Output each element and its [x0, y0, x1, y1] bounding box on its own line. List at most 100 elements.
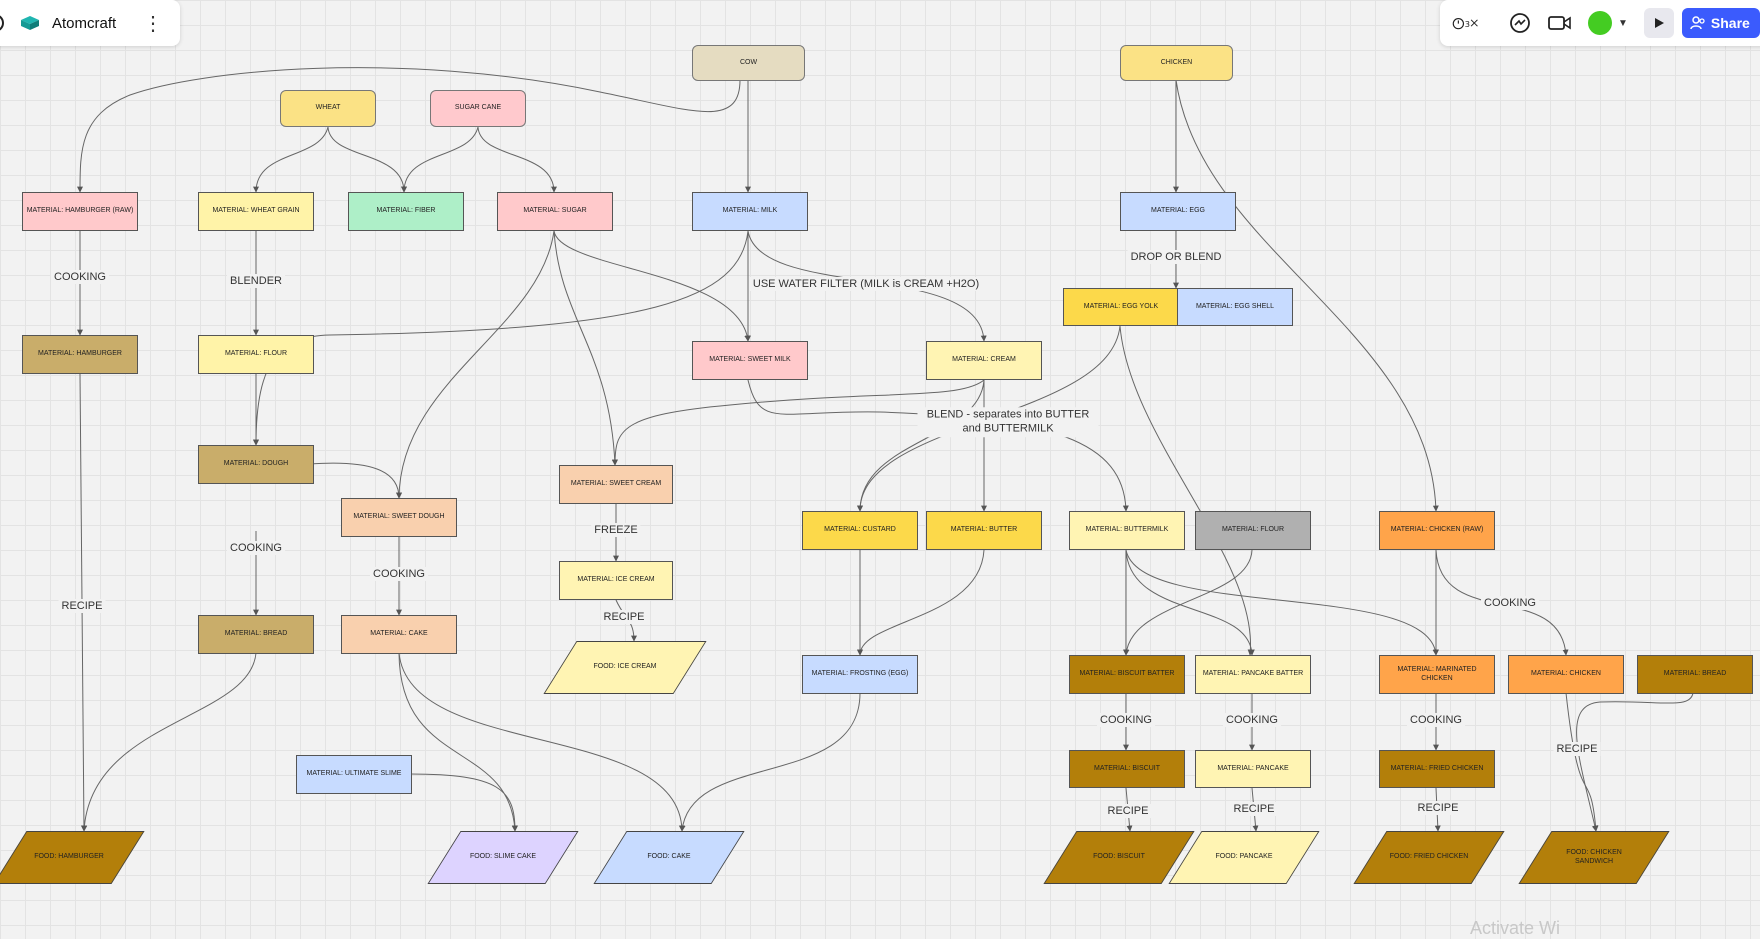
node-label: MATERIAL: HAMBURGER [38, 350, 122, 358]
node-pancake[interactable]: MATERIAL: PANCAKE [1195, 750, 1311, 788]
edge-label-blend-butter[interactable]: BLEND - separates into BUTTER and BUTTER… [917, 407, 1099, 437]
node-flour[interactable]: MATERIAL: FLOUR [198, 335, 314, 374]
edge-label-cooking-pancake[interactable]: COOKING [1223, 713, 1281, 727]
edge-label-recipe-hamburger[interactable]: RECIPE [58, 599, 106, 613]
connector [553, 230, 618, 466]
node-food-slime-cake[interactable]: FOOD: SLIME CAKE [427, 831, 579, 884]
node-cow[interactable]: COW [692, 45, 805, 81]
connector [1125, 549, 1439, 656]
node-fried-chicken[interactable]: MATERIAL: FRIED CHICKEN [1379, 750, 1495, 788]
edge-label-cooking-cake[interactable]: COOKING [370, 567, 428, 581]
edge-label-recipe-fried[interactable]: RECIPE [1414, 801, 1462, 815]
node-buttermilk[interactable]: MATERIAL: BUTTERMILK [1069, 511, 1185, 550]
node-cream[interactable]: MATERIAL: CREAM [926, 341, 1042, 380]
connector [77, 67, 741, 193]
connector [396, 230, 555, 499]
connector [747, 379, 1129, 512]
edge-label-cooking-biscuit[interactable]: COOKING [1097, 713, 1155, 727]
connector [309, 462, 402, 499]
node-biscuit-batter[interactable]: MATERIAL: BISCUIT BATTER [1069, 655, 1185, 694]
node-label: MATERIAL: PANCAKE BATTER [1202, 670, 1304, 678]
board-title[interactable]: Atomcraft [52, 14, 117, 32]
node-ultimate-slime[interactable]: MATERIAL: ULTIMATE SLIME [296, 755, 412, 794]
node-sweet-cream[interactable]: MATERIAL: SWEET CREAM [559, 465, 673, 504]
connector [679, 692, 861, 832]
edge-label-blender[interactable]: BLENDER [227, 274, 285, 288]
node-label: SUGAR CANE [454, 104, 502, 112]
users-icon [1690, 16, 1705, 30]
timer-icon[interactable]: 3 [1452, 9, 1480, 37]
node-wheat[interactable]: WHEAT [280, 90, 376, 127]
node-pancake-batter[interactable]: MATERIAL: PANCAKE BATTER [1195, 655, 1311, 694]
play-button[interactable] [1643, 8, 1674, 38]
node-chicken[interactable]: CHICKEN [1120, 45, 1233, 81]
edge-label-freeze[interactable]: FREEZE [591, 523, 641, 537]
node-marinated-chicken[interactable]: MATERIAL: MARINATED CHICKEN [1379, 655, 1495, 694]
node-label: MATERIAL: MILK [722, 207, 778, 215]
node-biscuit[interactable]: MATERIAL: BISCUIT [1069, 750, 1185, 788]
edge-label-water-filter[interactable]: USE WATER FILTER (MILK is CREAM +H2O) [749, 277, 983, 291]
node-food-hamburger[interactable]: FOOD: HAMBURGER [0, 831, 145, 884]
node-sweet-milk[interactable]: MATERIAL: SWEET MILK [692, 341, 808, 380]
node-ice-cream[interactable]: MATERIAL: ICE CREAM [559, 561, 673, 600]
node-food-pancake[interactable]: FOOD: PANCAKE [1168, 831, 1320, 884]
node-food-biscuit[interactable]: FOOD: BISCUIT [1043, 831, 1195, 884]
node-sugarcane[interactable]: SUGAR CANE [430, 90, 526, 127]
node-egg-yolk[interactable]: MATERIAL: EGG YOLK [1063, 288, 1179, 326]
node-label: MATERIAL: PANCAKE [1217, 764, 1289, 772]
node-label: WHEAT [315, 104, 341, 112]
node-egg-shell[interactable]: MATERIAL: EGG SHELL [1177, 288, 1293, 326]
cube-logo-icon [21, 16, 39, 30]
node-sweet-dough[interactable]: MATERIAL: SWEET DOUGH [341, 498, 457, 537]
more-vertical-icon[interactable]: ⋮ [143, 12, 163, 35]
node-label: MATERIAL: BREAD [224, 630, 288, 638]
node-label: MATERIAL: ICE CREAM [577, 576, 655, 584]
node-custard[interactable]: MATERIAL: CUSTARD [802, 511, 918, 550]
edge-label-cooking-fried[interactable]: COOKING [1407, 713, 1465, 727]
connector [553, 230, 751, 342]
node-milk[interactable]: MATERIAL: MILK [692, 192, 808, 231]
node-sugar[interactable]: MATERIAL: SUGAR [497, 192, 613, 231]
node-label: FOOD: CAKE [647, 853, 691, 861]
node-label: FOOD: BISCUIT [1093, 853, 1145, 861]
edge-label-drop-or-blend[interactable]: DROP OR BLEND [1127, 250, 1225, 264]
node-label: MATERIAL: EGG SHELL [1195, 302, 1275, 310]
video-icon[interactable] [1546, 9, 1574, 37]
node-hamburger-raw[interactable]: MATERIAL: HAMBURGER (RAW) [22, 192, 138, 231]
chat-icon[interactable] [1506, 9, 1534, 37]
node-dough[interactable]: MATERIAL: DOUGH [198, 445, 314, 484]
edge-label-cooking-bread[interactable]: COOKING [227, 541, 285, 555]
chevron-down-icon[interactable]: ▼ [1618, 17, 1628, 29]
node-food-fried-chicken[interactable]: FOOD: FRIED CHICKEN [1353, 831, 1505, 884]
play-icon [1654, 18, 1664, 28]
node-flour2[interactable]: MATERIAL: FLOUR [1195, 511, 1311, 550]
node-chicken-mat[interactable]: MATERIAL: CHICKEN [1508, 655, 1624, 694]
node-food-cake[interactable]: FOOD: CAKE [593, 831, 745, 884]
node-chicken-raw[interactable]: MATERIAL: CHICKEN (RAW) [1379, 511, 1495, 550]
presence-indicator[interactable] [1588, 11, 1612, 35]
node-frosting[interactable]: MATERIAL: FROSTING (EGG) [802, 655, 918, 694]
connector [81, 652, 257, 832]
node-food-ice-cream[interactable]: FOOD: ICE CREAM [543, 641, 707, 694]
node-hamburger[interactable]: MATERIAL: HAMBURGER [22, 335, 138, 374]
node-egg[interactable]: MATERIAL: EGG [1120, 192, 1236, 231]
node-label: MATERIAL: BISCUIT BATTER [1079, 670, 1175, 678]
node-label: MATERIAL: FROSTING (EGG) [811, 670, 909, 678]
edge-label-recipe-sandwich[interactable]: RECIPE [1553, 742, 1601, 756]
edge-label-cooking-hamburger[interactable]: COOKING [51, 270, 109, 284]
share-button[interactable]: Share [1681, 8, 1760, 38]
node-fiber[interactable]: MATERIAL: FIBER [348, 192, 464, 231]
edge-label-recipe-ice-cream[interactable]: RECIPE [600, 610, 648, 624]
edge-label-cooking-chicken[interactable]: COOKING [1481, 596, 1539, 610]
node-cake[interactable]: MATERIAL: CAKE [341, 615, 457, 654]
node-butter[interactable]: MATERIAL: BUTTER [926, 511, 1042, 550]
back-icon[interactable] [0, 14, 4, 32]
connector [253, 230, 749, 446]
edge-label-recipe-biscuit[interactable]: RECIPE [1104, 804, 1152, 818]
node-bread[interactable]: MATERIAL: BREAD [198, 615, 314, 654]
edge-label-recipe-pancake[interactable]: RECIPE [1230, 802, 1278, 816]
node-food-chicken-sandwich[interactable]: FOOD: CHICKEN SANDWICH [1518, 831, 1670, 884]
node-wheat-grain[interactable]: MATERIAL: WHEAT GRAIN [198, 192, 314, 231]
node-bread2[interactable]: MATERIAL: BREAD [1637, 655, 1753, 694]
